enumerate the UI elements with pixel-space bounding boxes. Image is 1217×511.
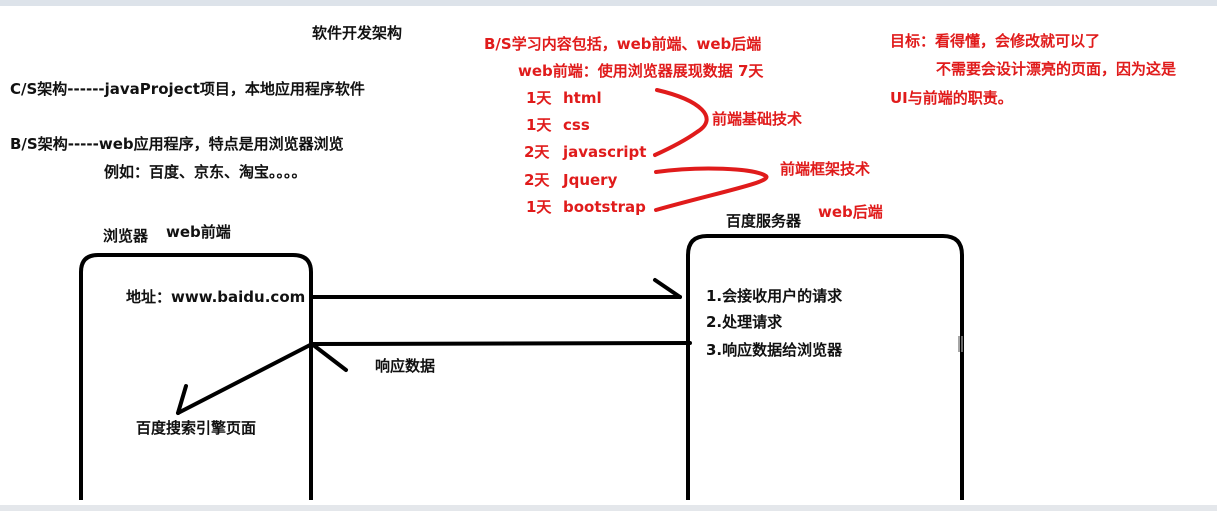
server-box <box>686 234 964 500</box>
browser-box <box>79 253 313 500</box>
render-arrow <box>176 342 314 415</box>
goal-line-1: 目标：看得懂，会修改就可以了 <box>890 32 1101 50</box>
item-3-tech: javascript <box>563 143 647 161</box>
server-step-3: 3.响应数据给浏览器 <box>706 341 843 359</box>
request-arrow <box>310 278 682 299</box>
basic-tech-brace <box>653 88 709 157</box>
diagram-title: 软件开发架构 <box>312 24 403 42</box>
learning-heading: B/S学习内容包括，web前端、web后端 <box>484 35 762 53</box>
framework-tech-label: 前端框架技术 <box>780 160 871 178</box>
server-tag: web后端 <box>818 203 883 221</box>
server-label: 百度服务器 <box>726 212 802 230</box>
item-1-tech: html <box>563 89 602 107</box>
browser-tag: web前端 <box>166 223 231 241</box>
window-top-edge <box>0 0 1217 6</box>
browser-label: 浏览器 <box>103 227 149 245</box>
item-5-tech: bootstrap <box>563 198 646 216</box>
window-bottom-edge <box>0 505 1217 511</box>
basic-tech-label: 前端基础技术 <box>712 110 803 128</box>
item-2-tech: css <box>563 116 590 134</box>
server-step-2: 2.处理请求 <box>706 313 783 331</box>
item-4-tech: Jquery <box>563 171 618 189</box>
bs-architecture-text: B/S架构-----web应用程序，特点是用浏览器浏览 <box>10 135 344 153</box>
item-5-days: 1天 <box>526 198 552 216</box>
server-step-1: 1.会接收用户的请求 <box>706 287 843 305</box>
framework-tech-brace <box>654 166 769 212</box>
browser-result-page: 百度搜索引擎页面 <box>136 419 257 437</box>
response-arrow <box>310 341 692 372</box>
item-4-days: 2天 <box>524 171 550 189</box>
item-3-days: 2天 <box>524 143 550 161</box>
item-1-days: 1天 <box>526 89 552 107</box>
item-2-days: 1天 <box>526 116 552 134</box>
goal-line-3: UI与前端的职责。 <box>890 89 1013 107</box>
response-data-label: 响应数据 <box>375 357 436 375</box>
scroll-marker-icon <box>958 336 963 352</box>
frontend-summary: web前端：使用浏览器展现数据 7天 <box>518 62 764 80</box>
goal-line-2: 不需要会设计漂亮的页面，因为这是 <box>936 60 1177 78</box>
cs-architecture-text: C/S架构------javaProject项目，本地应用程序软件 <box>10 80 365 98</box>
bs-examples-text: 例如：百度、京东、淘宝。。。。 <box>104 163 307 181</box>
browser-address: 地址：www.baidu.com <box>126 288 306 306</box>
